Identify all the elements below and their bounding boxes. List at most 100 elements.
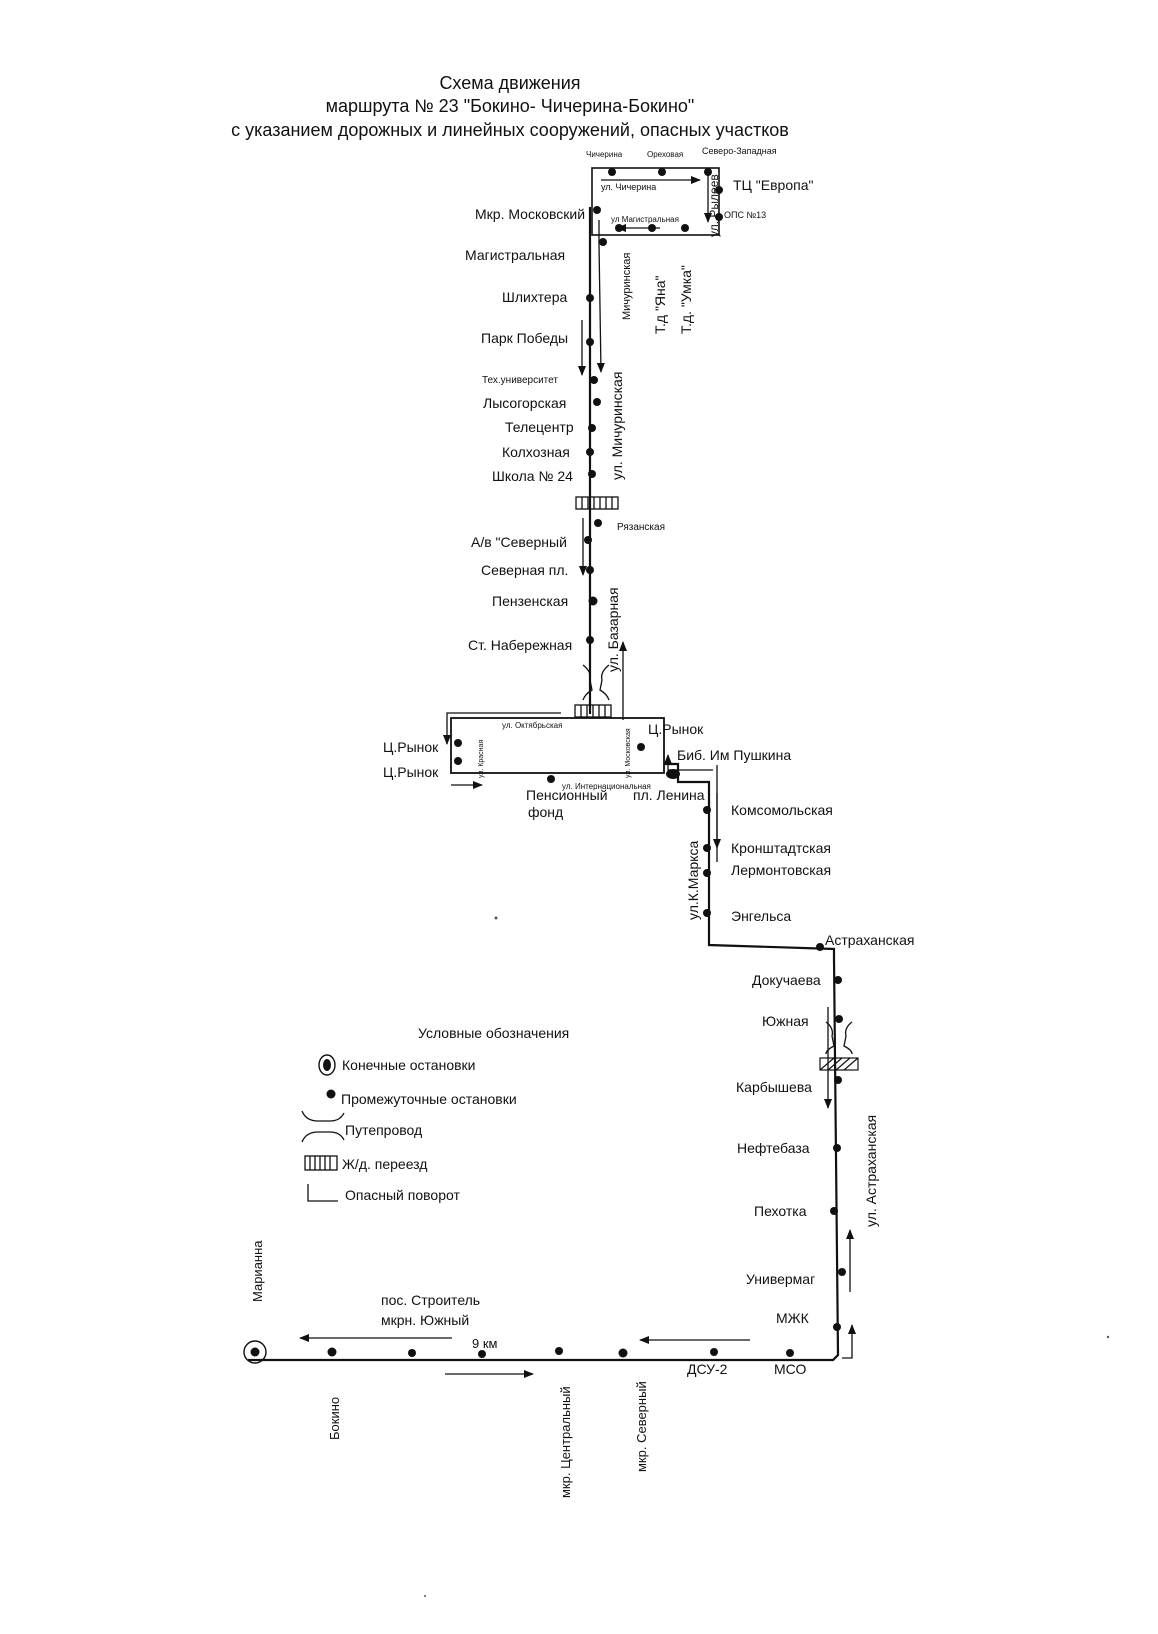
stop-label-tekh-universitet: Тех.университет — [482, 375, 558, 386]
stop-label-marianna: Марианна — [250, 1240, 265, 1302]
legend-intermediate-icon — [326, 1089, 336, 1099]
stop-severnaya-pl-dot — [586, 566, 594, 574]
stop-label-severnaya-pl: Северная пл. — [481, 562, 568, 578]
legend-railway-icon — [304, 1155, 338, 1171]
stop-dokuchaeva-dot — [834, 976, 842, 984]
stop-c-rynok-left1-dot — [454, 739, 462, 747]
street-label-astrakhanskaya: ул. Астраханская — [863, 1115, 879, 1227]
stop-ops13-dot — [715, 213, 723, 221]
stop-label-magistralnaya: Магистральная — [465, 247, 565, 263]
railway-crossing-market — [574, 704, 612, 718]
stop-label-shkola24: Школа № 24 — [492, 468, 573, 484]
scan-specks — [424, 916, 1110, 1597]
terminal-marianna-ring — [243, 1340, 267, 1364]
terminal-pl-lenina-marker — [666, 769, 680, 779]
stop-label-lysogorskaya: Лысогорская — [483, 395, 566, 411]
stop-label-chicherina: Чичерина — [586, 150, 623, 159]
stop-telecentr-dot — [588, 424, 596, 432]
stop-label-bib-pushkina: Биб. Им Пушкина — [677, 747, 791, 763]
street-label-michurinskaya-top: Мичуринская — [621, 253, 633, 320]
stop-label-pekhotka: Пехотка — [754, 1203, 807, 1219]
stop-neftebaza-dot — [833, 1144, 841, 1152]
stop-mzhk-dot — [833, 1323, 841, 1331]
stop-label-ryazanskaya: Рязанская — [617, 522, 665, 533]
legend-railway-label: Ж/д. переезд — [342, 1156, 427, 1172]
street-label-michurinskaya: ул. Мичуринская — [609, 372, 625, 480]
stop-ryazanskaya-dot — [594, 519, 602, 527]
legend-danger-turn-icon — [307, 1184, 338, 1202]
stop-label-pl-lenina: пл. Ленина — [633, 787, 705, 803]
stop-penzenskaya-dot — [588, 596, 598, 606]
street-label-krasnaya: ул. Красная — [478, 740, 485, 778]
street-label-magistralnaya: ул Магистральная — [611, 215, 679, 224]
legend-terminal-icon — [318, 1054, 336, 1076]
stop-pensionny-fond-dot — [547, 775, 555, 783]
stop-magistralnaya-dot — [599, 238, 607, 246]
stop-shlikhtera-dot — [586, 294, 594, 302]
legend-intermediate-label: Промежуточные остановки — [341, 1091, 517, 1107]
stop-univermag-dot — [838, 1268, 846, 1276]
map-title-line-3: с указанием дорожных и линейных сооружен… — [231, 120, 789, 140]
stop-9km-dot — [478, 1350, 486, 1358]
street-label-internacionalnaya: ул. Интернациональная — [562, 782, 651, 791]
legend-terminal-label: Конечные остановки — [342, 1057, 476, 1073]
stop-label-mkr-moskovsky: Мкр. Московский — [475, 206, 585, 222]
stop-dsu2-dot — [710, 1348, 718, 1356]
stop-label-dokuchaeva: Докучаева — [752, 972, 821, 988]
stop-mso-dot — [786, 1349, 794, 1357]
stop-mkr-moskovsky-dot — [593, 206, 601, 214]
stop-label-tc-evropa: ТЦ "Европа" — [733, 177, 813, 193]
stop-label-severo-zapadnaya: Северо-Западная — [702, 146, 777, 156]
railway-crossing-south — [819, 1057, 859, 1071]
stop-pekhotka-dot — [830, 1207, 838, 1215]
stop-magistralnaya-top-2-dot — [648, 224, 656, 232]
legend-terminal-icon-core — [323, 1059, 331, 1071]
stop-label-kolkhoznaya: Колхозная — [502, 444, 570, 460]
stop-label-telecentr: Телецентр — [505, 419, 574, 435]
stop-label-c-rynok-right: Ц.Рынок — [648, 721, 704, 737]
stop-label-mkrn-yuzhny: мкрн. Южный — [381, 1312, 469, 1328]
stop-mkr-severny-dot — [618, 1348, 628, 1358]
stop-lermontovskaya-dot — [703, 869, 711, 877]
overpass-yuzhnaya — [825, 1021, 853, 1055]
stop-c-rynok-right-dot — [637, 743, 645, 751]
stop-st-naberezhnaya-dot — [586, 636, 594, 644]
stop-shkola24-dot — [588, 470, 596, 478]
stop-kronshtadtskaya-dot — [703, 844, 711, 852]
stop-label-pos-stroitel: пос. Строитель — [381, 1292, 480, 1308]
stop-label-penzenskaya: Пензенская — [492, 593, 568, 609]
stop-pos-stroitel-dot — [408, 1349, 416, 1357]
stop-karbysheva-dot — [834, 1076, 842, 1084]
direction-arrows — [299, 174, 856, 1378]
stop-label-karbysheva: Карбышева — [736, 1079, 812, 1095]
route-line — [248, 167, 840, 1362]
stop-label-shlikhtera: Шлихтера — [502, 289, 567, 305]
stop-label-mso: МСО — [774, 1361, 806, 1377]
stop-c-rynok-left2-dot — [454, 757, 462, 765]
stop-label-9km: 9 км — [472, 1336, 498, 1351]
street-label-moskovskaya: ул. Московская — [625, 728, 632, 778]
stop-bokino-dot — [327, 1347, 337, 1357]
street-label-k-marksa: ул.К.Маркса — [685, 841, 701, 920]
stop-label-pensionny-fond-2: фонд — [528, 804, 563, 820]
map-title-line-2: маршрута № 23 "Бокино- Чичерина-Бокино" — [325, 96, 695, 116]
stop-label-st-naberezhnaya: Ст. Набережная — [468, 637, 572, 653]
stop-kolkhoznaya-dot — [586, 448, 594, 456]
street-label-td-yana: Т.д "Яна" — [652, 275, 668, 334]
stop-magistralnaya-top-3-dot — [681, 224, 689, 232]
stop-komsomolskaya-dot — [703, 806, 711, 814]
map-title-line-1: Схема движения — [439, 73, 581, 93]
terminal-marianna-marker — [250, 1347, 260, 1357]
stop-label-engelsa: Энгельса — [731, 908, 791, 924]
legend-title: Условные обозначения — [418, 1025, 569, 1041]
stop-astrakhanskaya-dot — [816, 943, 824, 951]
legend: Условные обозначения Конечные остановки … — [301, 1025, 569, 1203]
stop-severo-zapadnaya-dot — [704, 168, 712, 176]
stop-label-orekhovaya: Ореховая — [647, 150, 683, 159]
stop-av-severny-dot — [584, 536, 592, 544]
stop-label-pensionny-fond-1: Пенсионный — [526, 787, 608, 803]
stop-mkr-centralny-dot — [555, 1347, 563, 1355]
street-label-td-umka: Т.д. "Умка" — [678, 265, 694, 334]
stop-label-mzhk: МЖК — [776, 1310, 810, 1326]
stop-label-mkr-severny: мкр. Северный — [634, 1381, 649, 1472]
